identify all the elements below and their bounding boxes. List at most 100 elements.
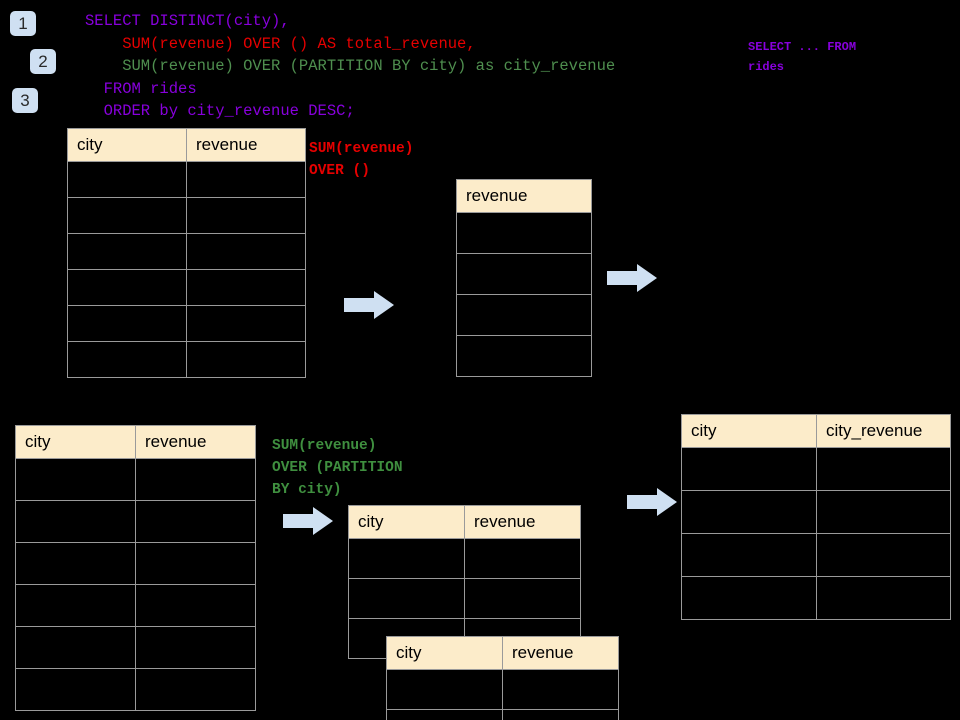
- table-row[interactable]: [15, 584, 256, 627]
- table-row[interactable]: [681, 576, 951, 620]
- cell-revenue[interactable]: [456, 294, 592, 336]
- table-row[interactable]: [15, 542, 256, 585]
- cell-city[interactable]: [67, 341, 187, 378]
- sql-line-total-revenue: SUM(revenue) OVER () AS total_revenue,: [85, 35, 476, 53]
- cell-city[interactable]: [67, 233, 187, 270]
- column-header-city: city: [67, 128, 187, 162]
- cell-city[interactable]: [681, 447, 817, 491]
- cell-revenue[interactable]: [135, 542, 256, 585]
- table-row[interactable]: [456, 335, 592, 377]
- column-header-revenue: revenue: [456, 179, 592, 213]
- cell-city[interactable]: [348, 578, 465, 619]
- cell-city[interactable]: [15, 458, 136, 501]
- table-row[interactable]: [386, 669, 619, 710]
- side-note-select-from-line1: SELECT ... FROM: [748, 40, 857, 54]
- arrow-partition-to-result: [627, 487, 677, 517]
- cell-city[interactable]: [67, 305, 187, 342]
- table-header-row: city city_revenue: [681, 414, 951, 448]
- table-row[interactable]: [681, 490, 951, 534]
- table-row[interactable]: [67, 341, 306, 378]
- cell-city-revenue[interactable]: [816, 490, 951, 534]
- sql-line-from: FROM rides: [85, 80, 197, 98]
- cell-revenue[interactable]: [135, 668, 256, 711]
- final-result-table[interactable]: city city_revenue: [681, 414, 951, 620]
- step-badge-1[interactable]: 1: [10, 11, 36, 36]
- table-row[interactable]: [15, 626, 256, 669]
- table-header-row: city revenue: [386, 636, 619, 670]
- annotation-over-partition-line2: OVER (PARTITION: [272, 460, 403, 476]
- table-row[interactable]: [456, 212, 592, 254]
- cell-revenue[interactable]: [135, 458, 256, 501]
- table-row[interactable]: [386, 709, 619, 720]
- step-badge-2-label: 2: [38, 52, 48, 71]
- sql-line-city-revenue: SUM(revenue) OVER (PARTITION BY city) as…: [85, 57, 616, 75]
- column-header-revenue: revenue: [464, 505, 581, 539]
- cell-city[interactable]: [15, 500, 136, 543]
- cell-city-revenue[interactable]: [816, 533, 951, 577]
- table-row[interactable]: [15, 458, 256, 501]
- table-row[interactable]: [15, 500, 256, 543]
- step-badge-3-label: 3: [20, 91, 30, 110]
- annotation-over-partition-line3: BY city): [272, 482, 342, 498]
- cell-city[interactable]: [681, 533, 817, 577]
- cell-revenue[interactable]: [186, 233, 306, 270]
- cell-revenue[interactable]: [186, 341, 306, 378]
- partition-group-table-back[interactable]: city revenue: [348, 505, 581, 659]
- cell-revenue[interactable]: [456, 212, 592, 254]
- cell-city[interactable]: [67, 269, 187, 306]
- table-row[interactable]: [348, 578, 581, 619]
- cell-revenue[interactable]: [135, 626, 256, 669]
- cell-city[interactable]: [15, 542, 136, 585]
- rides-source-table[interactable]: city revenue: [67, 128, 306, 378]
- table-row[interactable]: [456, 294, 592, 336]
- step-badge-1-label: 1: [18, 14, 28, 33]
- table-header-row: city revenue: [15, 425, 256, 459]
- cell-revenue[interactable]: [186, 161, 306, 198]
- cell-revenue[interactable]: [186, 197, 306, 234]
- table-row[interactable]: [456, 253, 592, 295]
- table-row[interactable]: [681, 533, 951, 577]
- table-row[interactable]: [67, 269, 306, 306]
- cell-revenue[interactable]: [135, 584, 256, 627]
- table-header-row: revenue: [456, 179, 592, 213]
- table-row[interactable]: [348, 538, 581, 579]
- partition-group-table-front[interactable]: city revenue: [386, 636, 619, 720]
- cell-city[interactable]: [15, 626, 136, 669]
- table-row[interactable]: [67, 197, 306, 234]
- cell-city[interactable]: [15, 668, 136, 711]
- total-revenue-table[interactable]: revenue: [456, 179, 592, 377]
- cell-city[interactable]: [15, 584, 136, 627]
- cell-city-revenue[interactable]: [816, 447, 951, 491]
- column-header-city: city: [681, 414, 817, 448]
- cell-revenue[interactable]: [456, 335, 592, 377]
- sql-line-select-distinct: SELECT DISTINCT(city),: [85, 12, 290, 30]
- cell-city[interactable]: [681, 490, 817, 534]
- cell-revenue[interactable]: [464, 538, 581, 579]
- cell-revenue[interactable]: [186, 305, 306, 342]
- cell-revenue[interactable]: [464, 578, 581, 619]
- cell-revenue[interactable]: [456, 253, 592, 295]
- cell-revenue[interactable]: [502, 669, 619, 710]
- cell-city[interactable]: [67, 161, 187, 198]
- sql-line-order-by: ORDER by city_revenue DESC;: [85, 102, 355, 120]
- cell-revenue[interactable]: [186, 269, 306, 306]
- cell-revenue[interactable]: [502, 709, 619, 720]
- table-row[interactable]: [15, 668, 256, 711]
- arrow-total-to-result: [607, 263, 657, 293]
- cell-revenue[interactable]: [135, 500, 256, 543]
- cell-city[interactable]: [386, 669, 503, 710]
- cell-city[interactable]: [681, 576, 817, 620]
- table-row[interactable]: [67, 305, 306, 342]
- table-row[interactable]: [67, 233, 306, 270]
- table-row[interactable]: [681, 447, 951, 491]
- step-badge-2[interactable]: 2: [30, 49, 56, 74]
- step-badge-3[interactable]: 3: [12, 88, 38, 113]
- annotation-over-empty-line2: OVER (): [309, 163, 370, 179]
- cell-city[interactable]: [386, 709, 503, 720]
- cell-city[interactable]: [67, 197, 187, 234]
- table-row[interactable]: [67, 161, 306, 198]
- cell-city-revenue[interactable]: [816, 576, 951, 620]
- cell-city[interactable]: [348, 538, 465, 579]
- rides-source-table-partitioned[interactable]: city revenue: [15, 425, 256, 711]
